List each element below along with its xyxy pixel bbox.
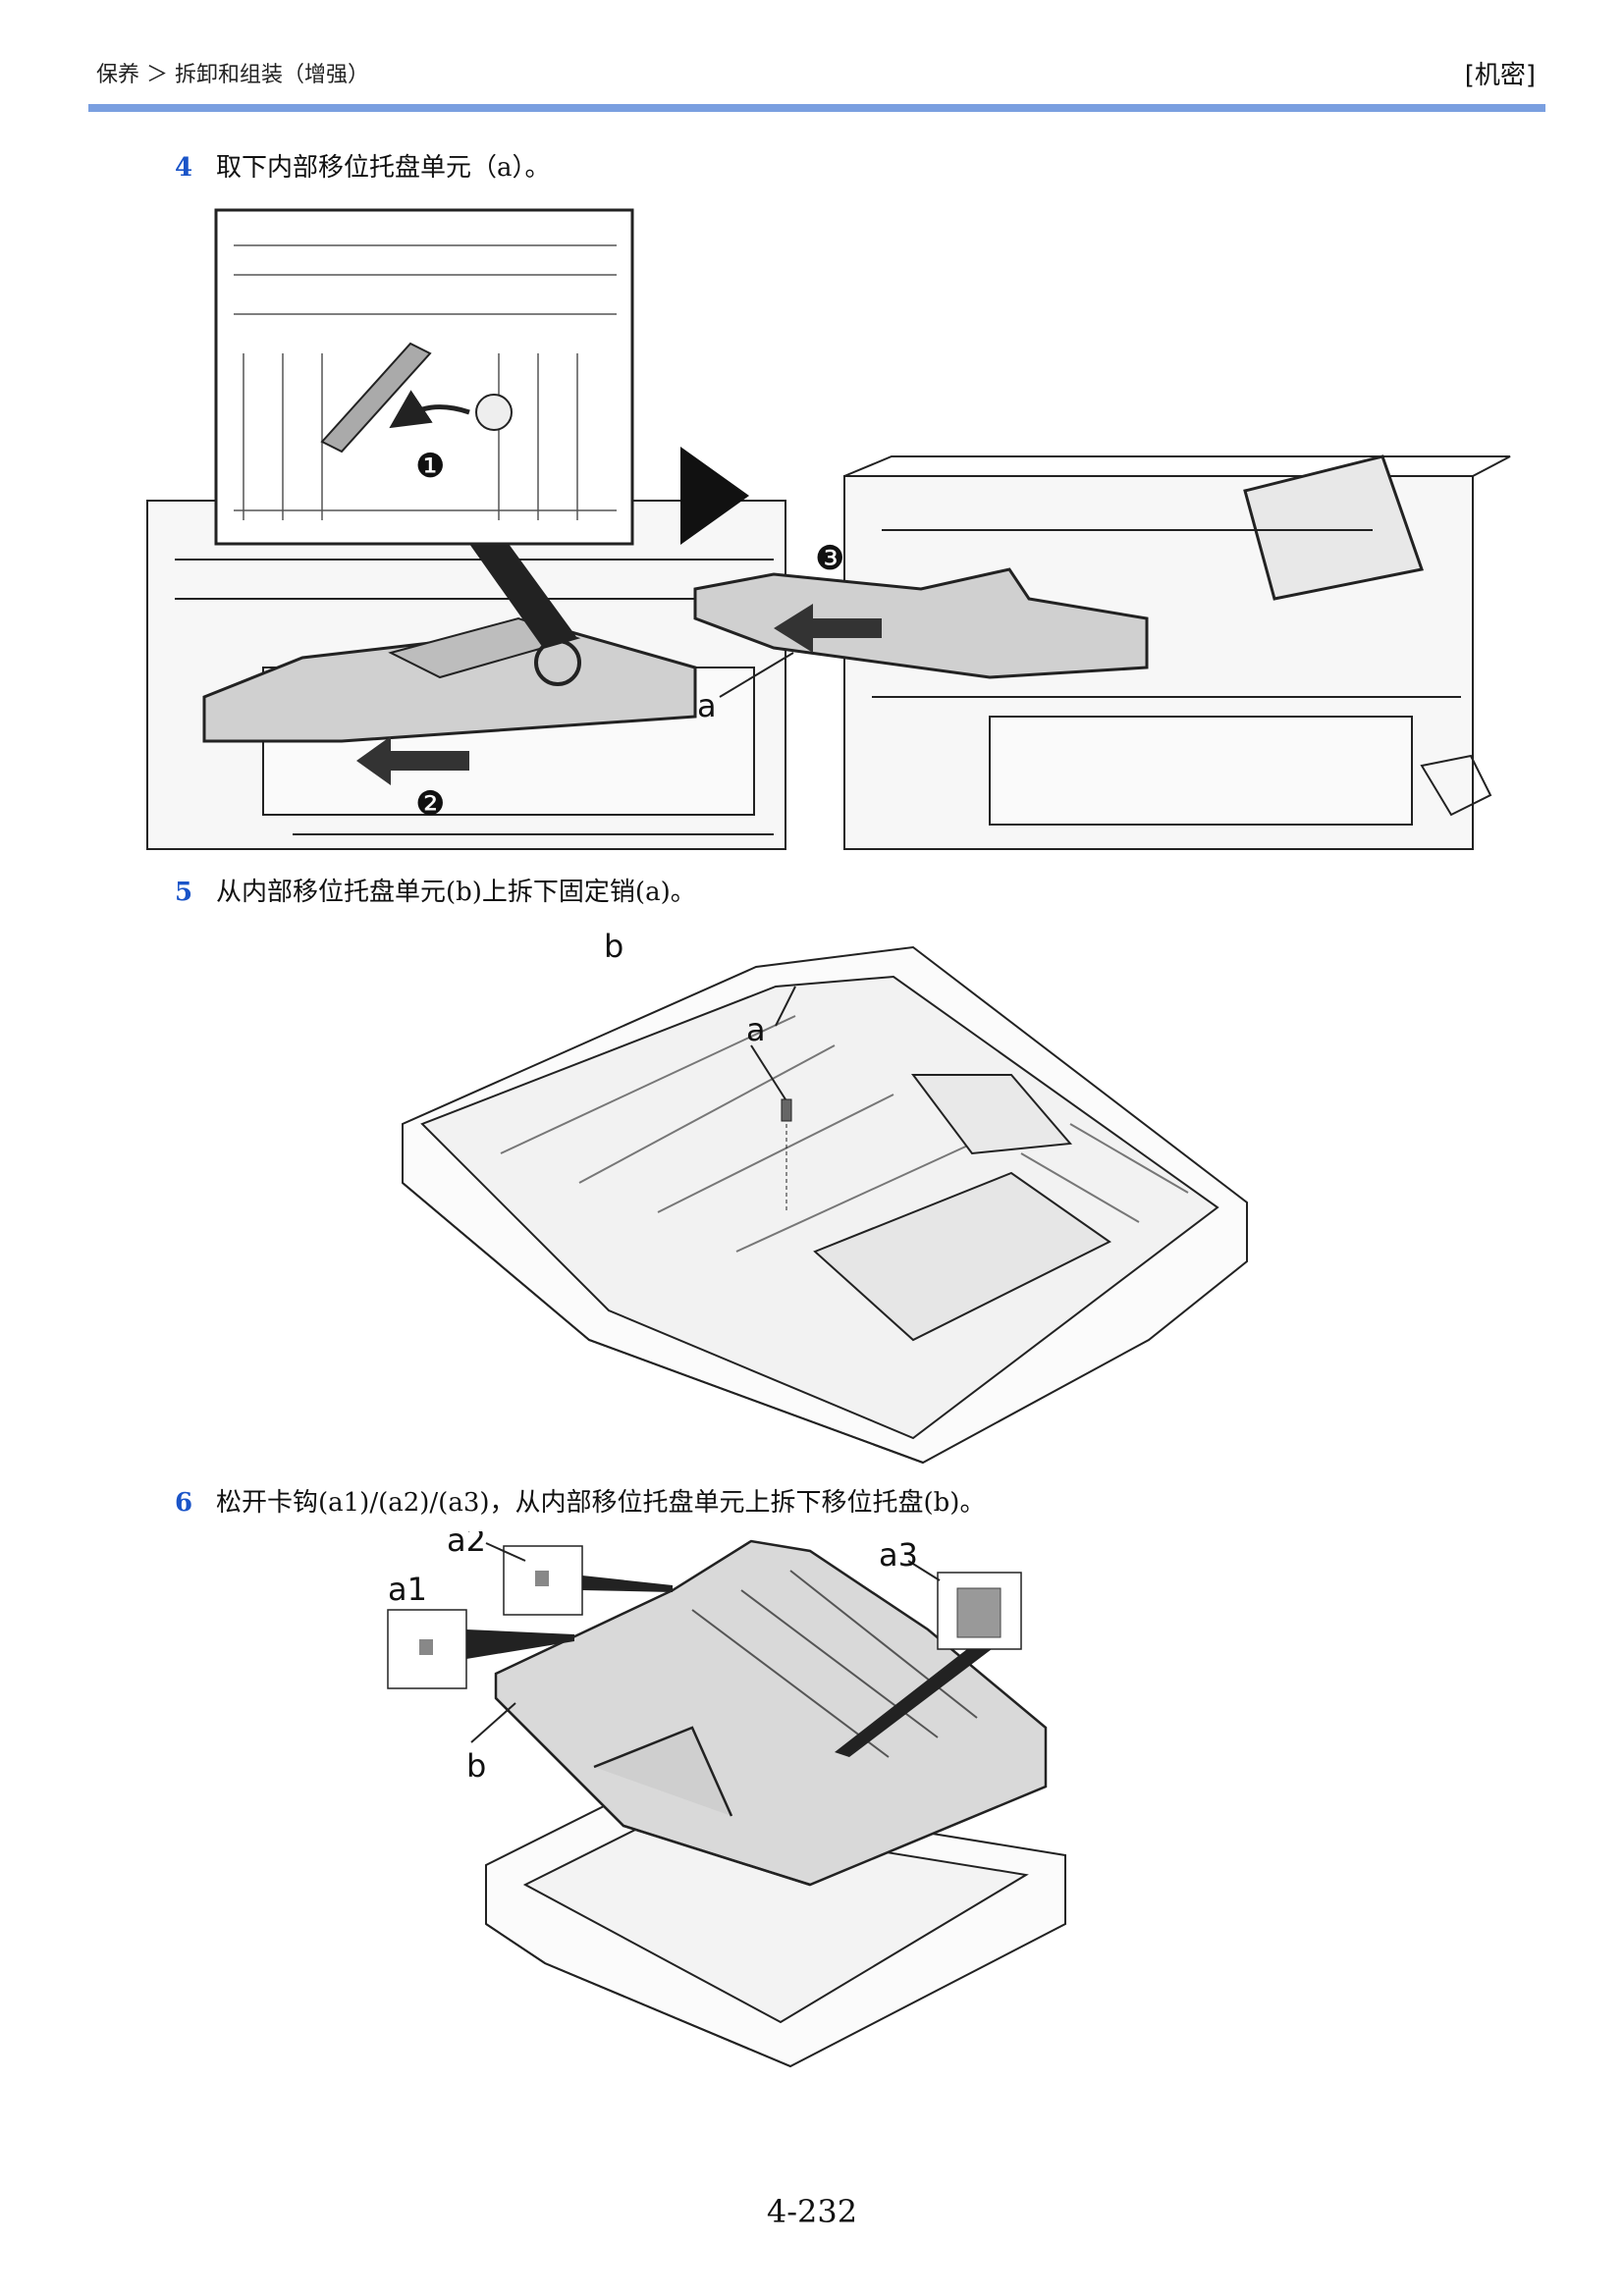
- step-text: 松开卡钩(a1)/(a2)/(a3)，从内部移位托盘单元上拆下移位托盘(b)。: [216, 1488, 986, 1518]
- label-a1: a1: [388, 1571, 427, 1608]
- fixing-pin-icon: [781, 1098, 792, 1122]
- label-a3: a3: [879, 1536, 918, 1574]
- step-number: 5: [175, 878, 193, 907]
- figure-remove-fixing-pin: b a: [383, 928, 1267, 1472]
- shift-tray-illustration: [494, 1539, 1048, 1887]
- label-a2: a2: [447, 1531, 486, 1559]
- hook-a3-icon: [956, 1587, 1001, 1638]
- label-a: a: [697, 687, 717, 724]
- arrow-2: [356, 736, 469, 785]
- header-rule: [88, 104, 1545, 112]
- step-5: 5 从内部移位托盘单元(b)上拆下固定销(a)。: [175, 872, 696, 908]
- label-b: b: [604, 928, 623, 965]
- figure-remove-shift-tray-unit: ❶ ❷ ❸ a: [145, 206, 1520, 854]
- shift-tray-unit-illustration: [402, 945, 1248, 1465]
- callout-2: ❷: [415, 784, 445, 824]
- label-b: b: [466, 1747, 486, 1785]
- breadcrumb: 保养 ＞ 拆卸和组装（增强）: [96, 63, 369, 87]
- leader-a: [719, 652, 794, 698]
- hook-a1-icon: [419, 1639, 433, 1655]
- next-arrow-icon: [680, 447, 749, 545]
- figure-remove-shift-tray: a1 a2 a3 b: [378, 1531, 1085, 2081]
- inset-detail: [214, 208, 634, 546]
- step-text: 从内部移位托盘单元(b)上拆下固定销(a)。: [216, 878, 696, 907]
- label-a: a: [746, 1011, 766, 1048]
- inset-pointer: [469, 544, 577, 648]
- machine-left-illustration: [146, 500, 786, 850]
- leader-a: [750, 1044, 786, 1100]
- arrow-3: [774, 604, 882, 653]
- callout-3: ❸: [815, 539, 844, 578]
- machine-right-illustration: [693, 454, 1511, 850]
- step-6: 6 松开卡钩(a1)/(a2)/(a3)，从内部移位托盘单元上拆下移位托盘(b)。: [175, 1482, 985, 1519]
- leader-b: [775, 986, 796, 1027]
- step-number: 4: [175, 153, 193, 183]
- callout-1: ❶: [415, 447, 445, 486]
- hook-a2-icon: [535, 1571, 549, 1586]
- step-4: 4 取下内部移位托盘单元（a）。: [175, 147, 551, 184]
- classification-label: [机密]: [1464, 61, 1536, 90]
- step-number: 6: [175, 1488, 193, 1518]
- page-number: 4-232: [766, 2193, 858, 2230]
- step-text: 取下内部移位托盘单元（a）。: [216, 153, 551, 183]
- base-unit-illustration: [485, 1785, 1066, 2068]
